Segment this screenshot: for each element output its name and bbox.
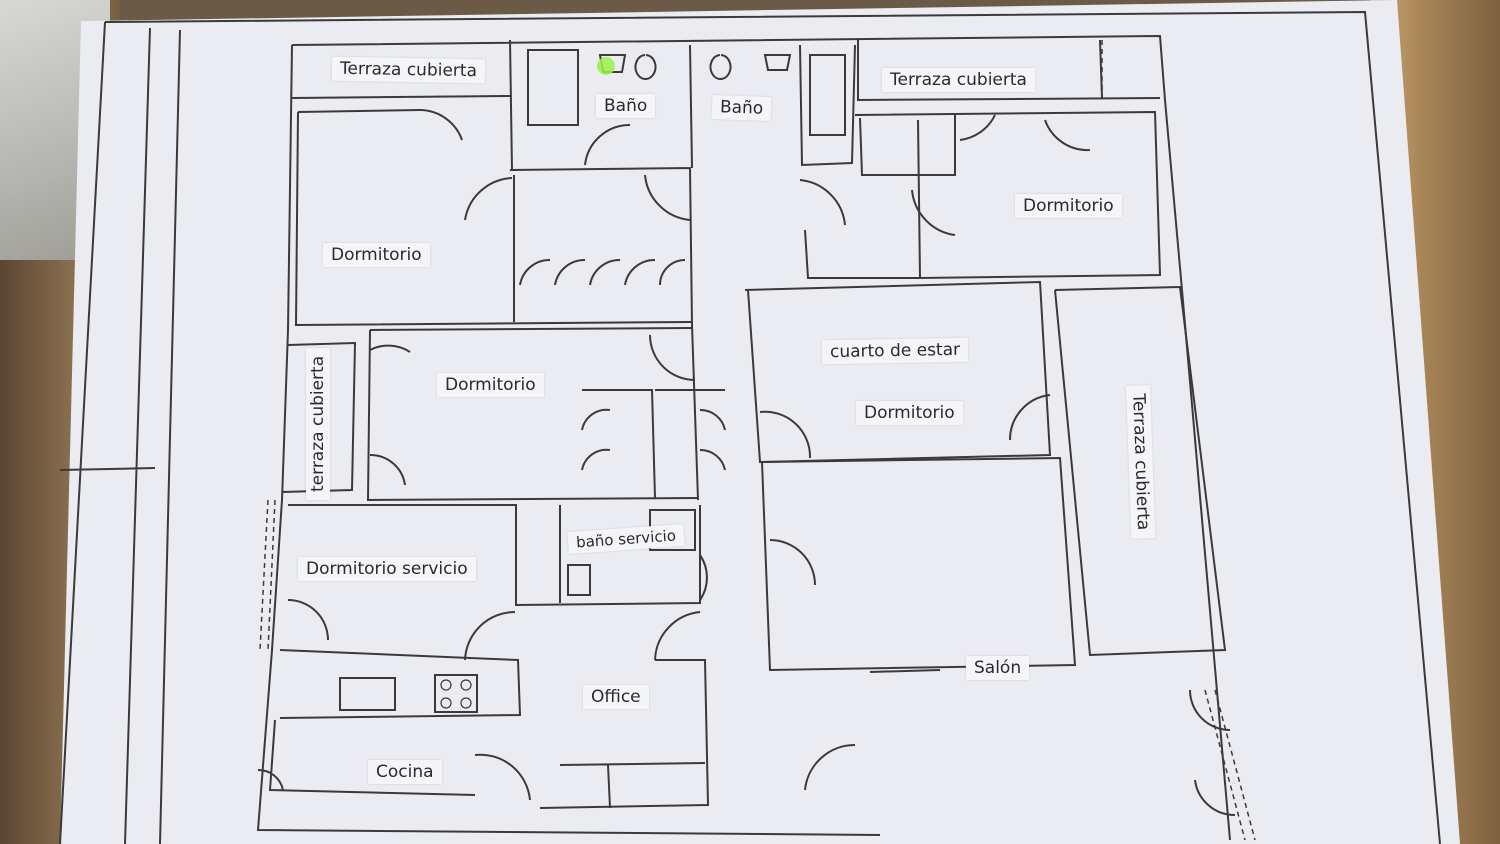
room-label-terraza-left: terraza cubierta (306, 347, 330, 500)
room-label-dormitorio-top-left: Dormitorio (323, 243, 430, 267)
room-label-dormitorio-servicio: Dormitorio servicio (298, 557, 476, 581)
wall-dorm-top-left (294, 109, 693, 327)
wall-terrace-right (1054, 285, 1227, 657)
stove-burner (460, 697, 472, 709)
room-label-terraza-top-left: Terraza cubierta (331, 56, 486, 84)
room-label-cuarto-estar: cuarto de estar (821, 337, 969, 365)
wall-office (539, 659, 710, 809)
stove-burner (460, 679, 472, 691)
room-label-cocina: Cocina (368, 760, 442, 784)
room-label-salon: Salón (966, 656, 1030, 680)
wall-bathrooms (509, 44, 856, 326)
wall-dorm-middle (366, 327, 725, 502)
wall-salon (761, 456, 1077, 673)
dashed-lines (259, 40, 1256, 841)
closet-doors (519, 258, 686, 286)
wall-service (279, 504, 701, 719)
stove-burner (440, 679, 452, 691)
wall-cocina (268, 674, 478, 796)
room-label-dormitorio-top-right: Dormitorio (1015, 194, 1122, 218)
outer-wall (256, 34, 1231, 841)
room-label-dormitorio-middle: Dormitorio (437, 373, 544, 397)
drawing-frame (59, 10, 1441, 844)
room-label-bano-1: Baño (596, 94, 656, 118)
floor-plan-sheet (60, 0, 1460, 844)
room-label-dormitorio-center: Dormitorio (856, 401, 963, 425)
fixtures (567, 54, 792, 596)
wall-dorm-top-right (804, 110, 1162, 280)
door-swings (257, 109, 1236, 817)
room-label-terraza-top-right: Terraza cubierta (882, 68, 1035, 92)
wall-corridor (691, 280, 1052, 501)
stove-burner (440, 697, 452, 709)
room-label-bano-2: Baño (711, 94, 772, 122)
highlight-mark (597, 57, 615, 75)
room-label-office: Office (583, 685, 649, 709)
